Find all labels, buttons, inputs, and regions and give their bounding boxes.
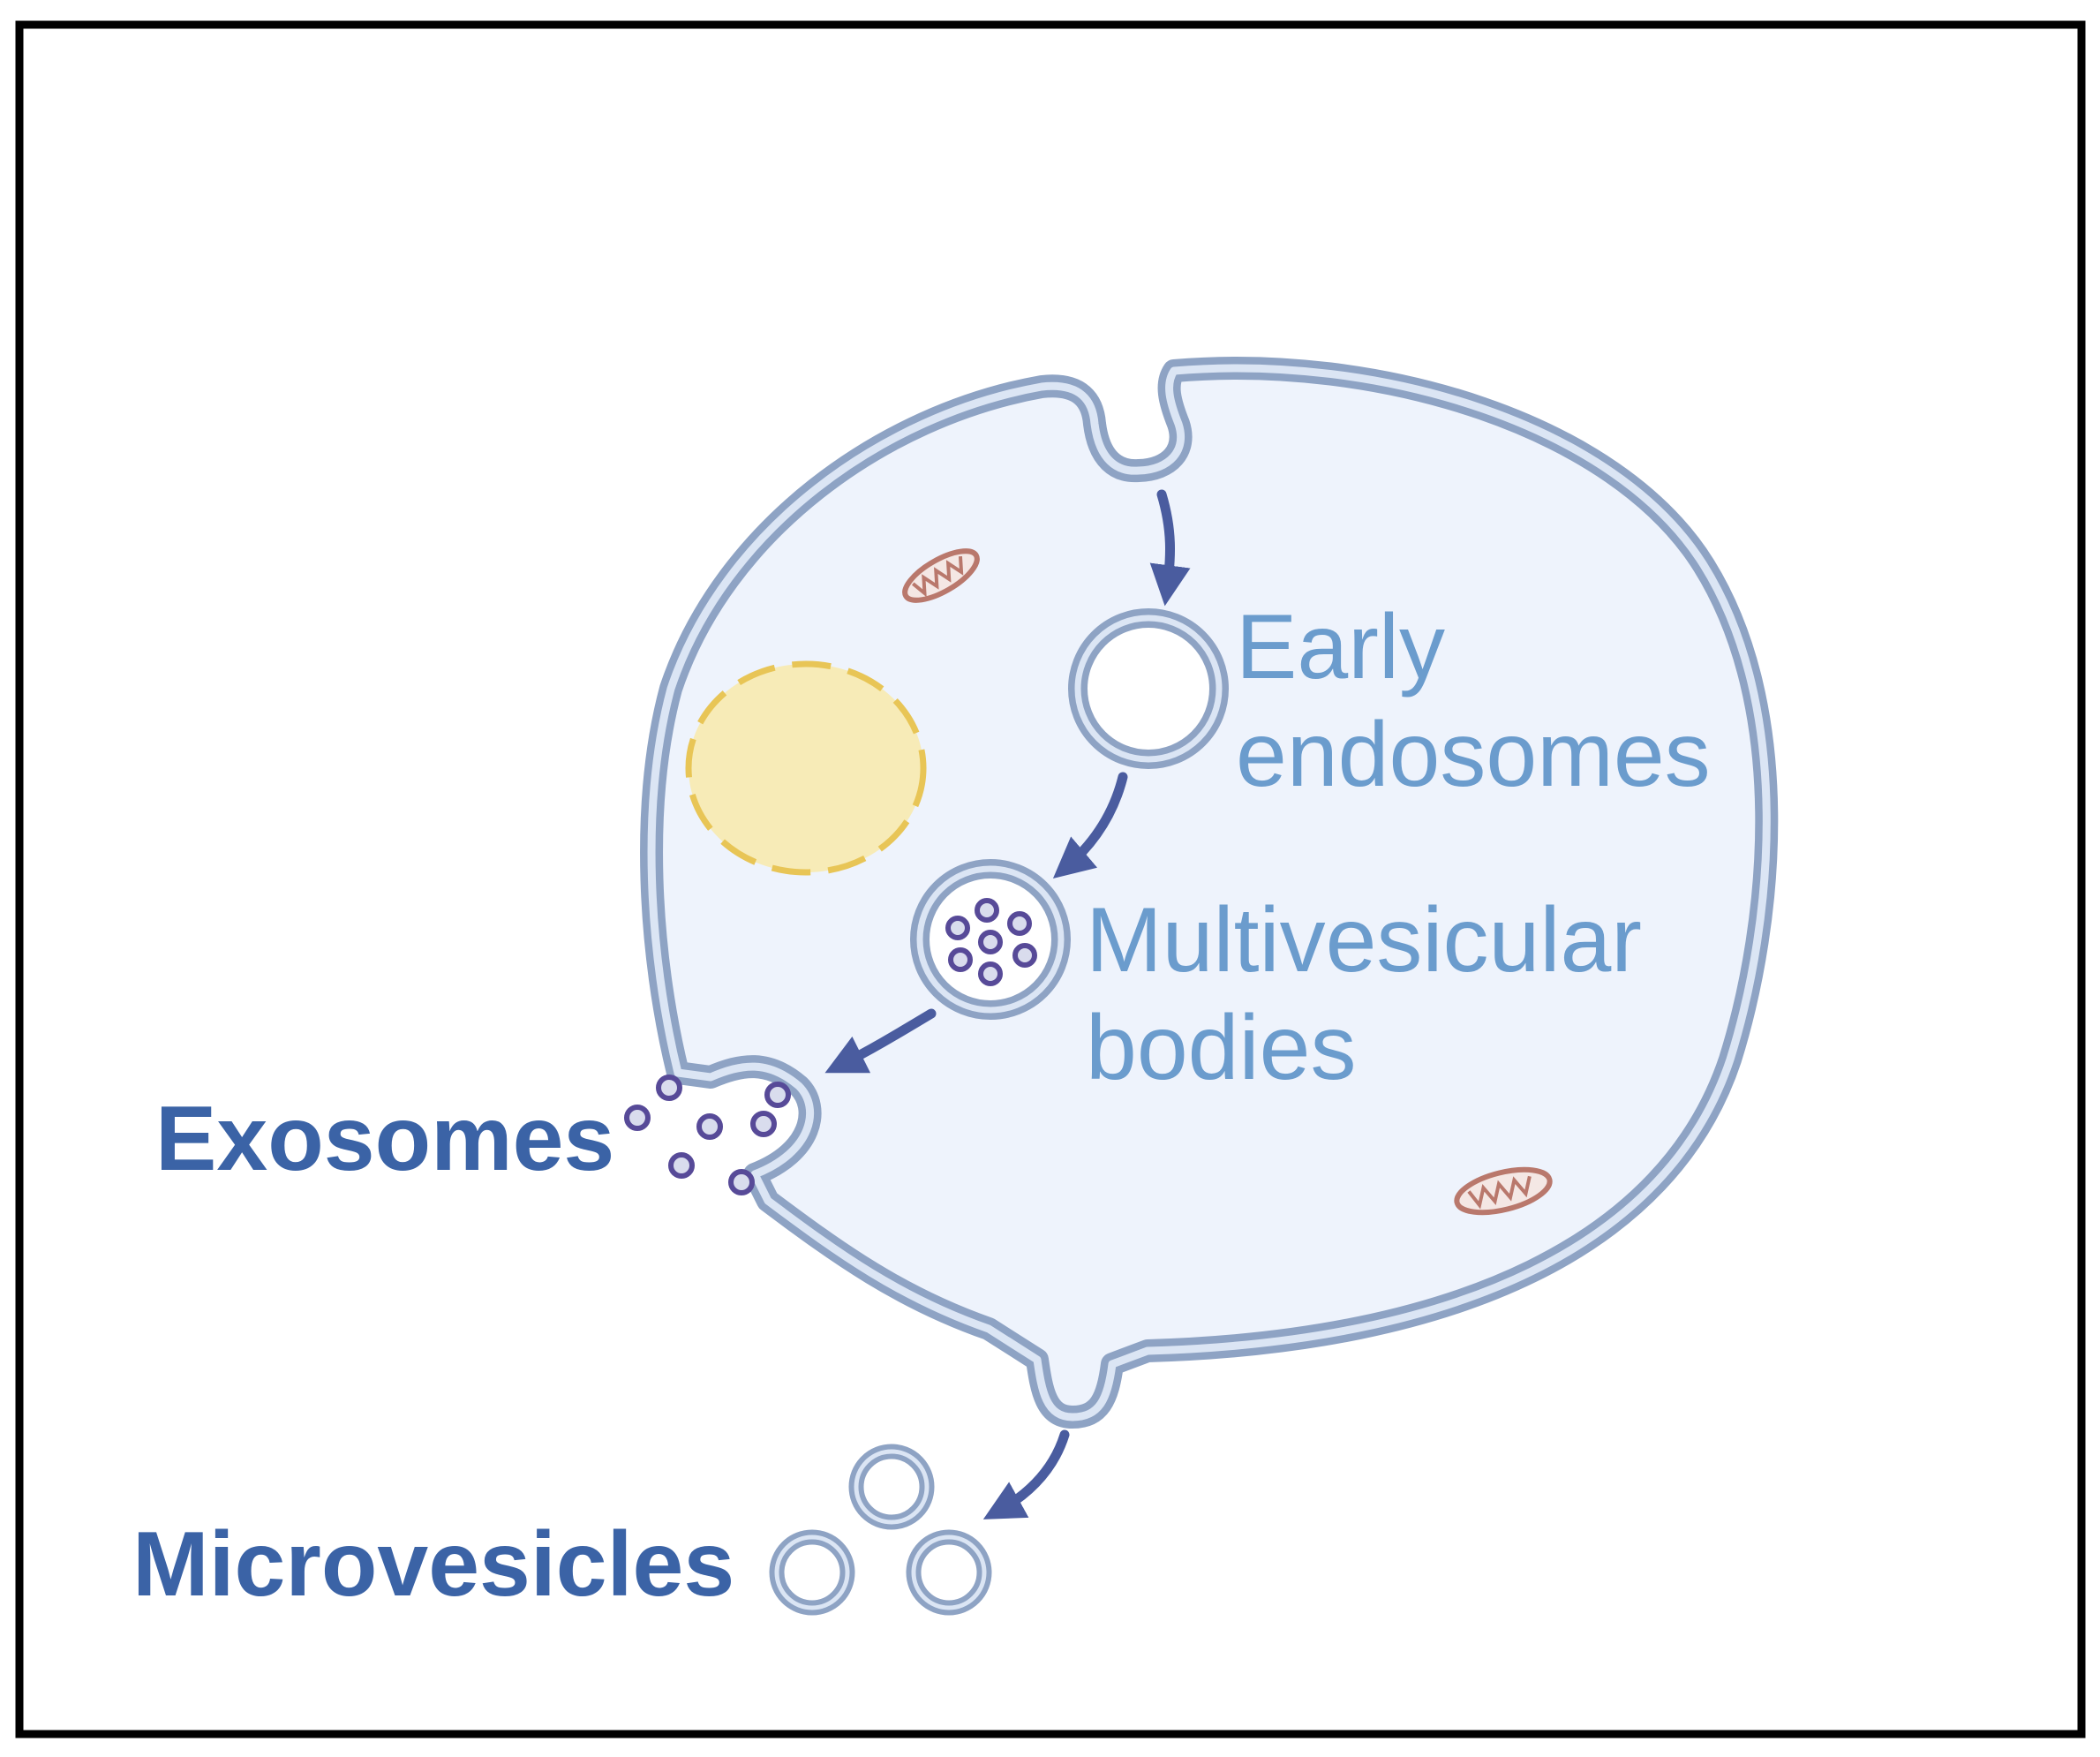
exosome	[668, 1152, 695, 1179]
nucleus	[685, 660, 927, 876]
exosome	[764, 1082, 791, 1108]
label-early-endosomes: Early endosomes	[1236, 596, 1711, 806]
microvesicle	[906, 1529, 992, 1616]
arrow-early-endosome-to-mvb	[1052, 772, 1128, 878]
mitochondrion-bottom	[1454, 1166, 1553, 1216]
cell-membrane-inner-line	[647, 364, 1771, 1421]
early-endosome	[1068, 608, 1229, 769]
label-mvb-line2: bodies	[1086, 997, 1356, 1099]
exosome	[624, 1105, 651, 1131]
microvesicle	[848, 1444, 935, 1530]
exosome	[750, 1111, 777, 1137]
arrow-budding-to-microvesicles	[982, 1429, 1070, 1519]
microvesicle	[769, 1529, 855, 1616]
multivesicular-body	[910, 859, 1071, 1020]
label-microvesicles: Microvesicles	[132, 1513, 734, 1616]
label-early-line2: endosomes	[1236, 704, 1711, 806]
label-early-line1: Early	[1236, 596, 1445, 698]
exosome-vesicles	[624, 1075, 791, 1195]
label-exosomes: Exosomes	[155, 1088, 614, 1190]
cell	[640, 357, 1779, 1429]
exosome	[656, 1075, 682, 1101]
microvesicles	[769, 1444, 992, 1616]
pathway-arrows	[824, 489, 1191, 1519]
label-multivesicular-bodies: Multivesicular bodies	[1086, 889, 1667, 1099]
exosome	[696, 1113, 723, 1140]
label-mvb-line1: Multivesicular	[1086, 889, 1642, 992]
arrow-uptake-to-early-endosome	[1149, 489, 1191, 607]
mitochondrion-top	[902, 548, 980, 603]
exosome	[728, 1169, 755, 1195]
arrow-mvb-to-exosome-release	[824, 1008, 937, 1074]
